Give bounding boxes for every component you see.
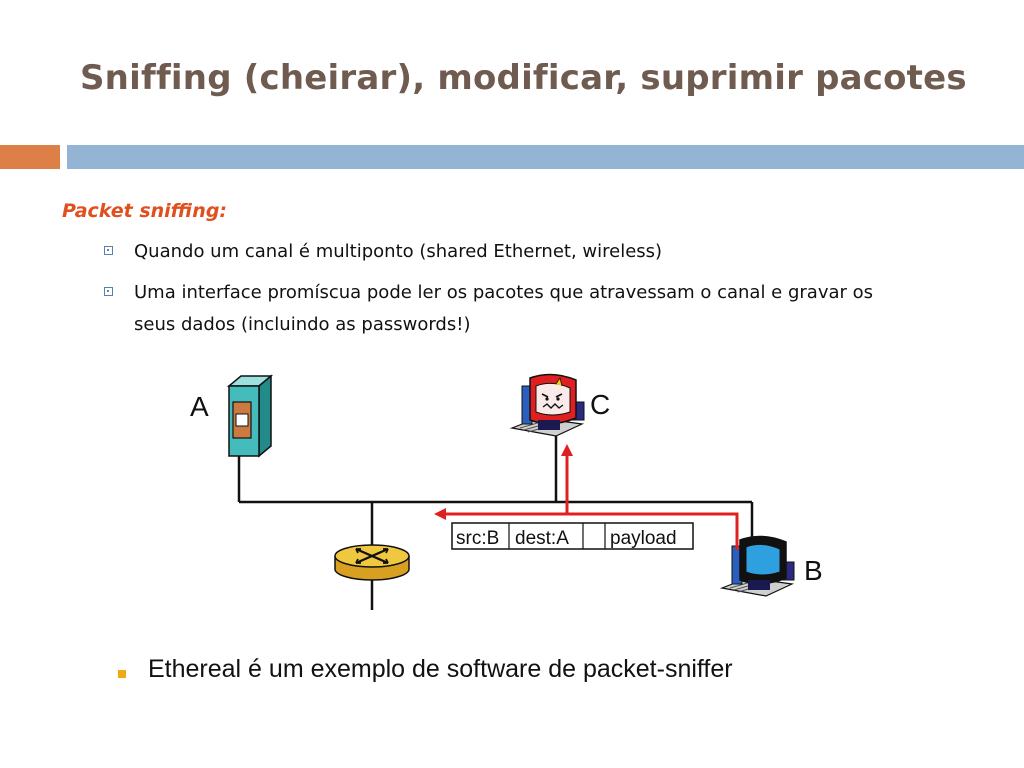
node-a-label: A — [190, 391, 209, 422]
router-icon — [334, 544, 410, 581]
server-a-icon — [226, 374, 274, 458]
computer-b-icon — [719, 535, 795, 597]
square-bullet-icon — [104, 287, 113, 296]
accent-bar-blue — [67, 145, 1024, 169]
network-wires — [237, 434, 754, 610]
square-bullet-icon — [104, 246, 113, 255]
square-bullet-icon — [118, 670, 126, 678]
node-c-label: C — [590, 389, 610, 420]
packet-header: src:B dest:A payload — [451, 522, 694, 550]
sniffer-computer-c-icon — [509, 373, 585, 437]
accent-bar-orange — [0, 145, 60, 169]
node-b-label: B — [804, 555, 823, 586]
bullet-text: Quando um canal é multiponto (shared Eth… — [134, 241, 663, 262]
bottom-bullet-text: Ethereal é um exemplo de software de pac… — [148, 655, 733, 683]
subheading: Packet sniffing: — [62, 200, 228, 222]
bullet-text: Uma interface promíscua pode ler os paco… — [134, 282, 874, 335]
packet-dest-field: dest:A — [515, 528, 569, 549]
packet-payload-field: payload — [610, 528, 677, 549]
slide-title: Sniffing (cheirar), modificar, suprimir … — [80, 58, 967, 98]
interception-arrow — [434, 444, 739, 550]
packet-src-field: src:B — [456, 528, 499, 549]
